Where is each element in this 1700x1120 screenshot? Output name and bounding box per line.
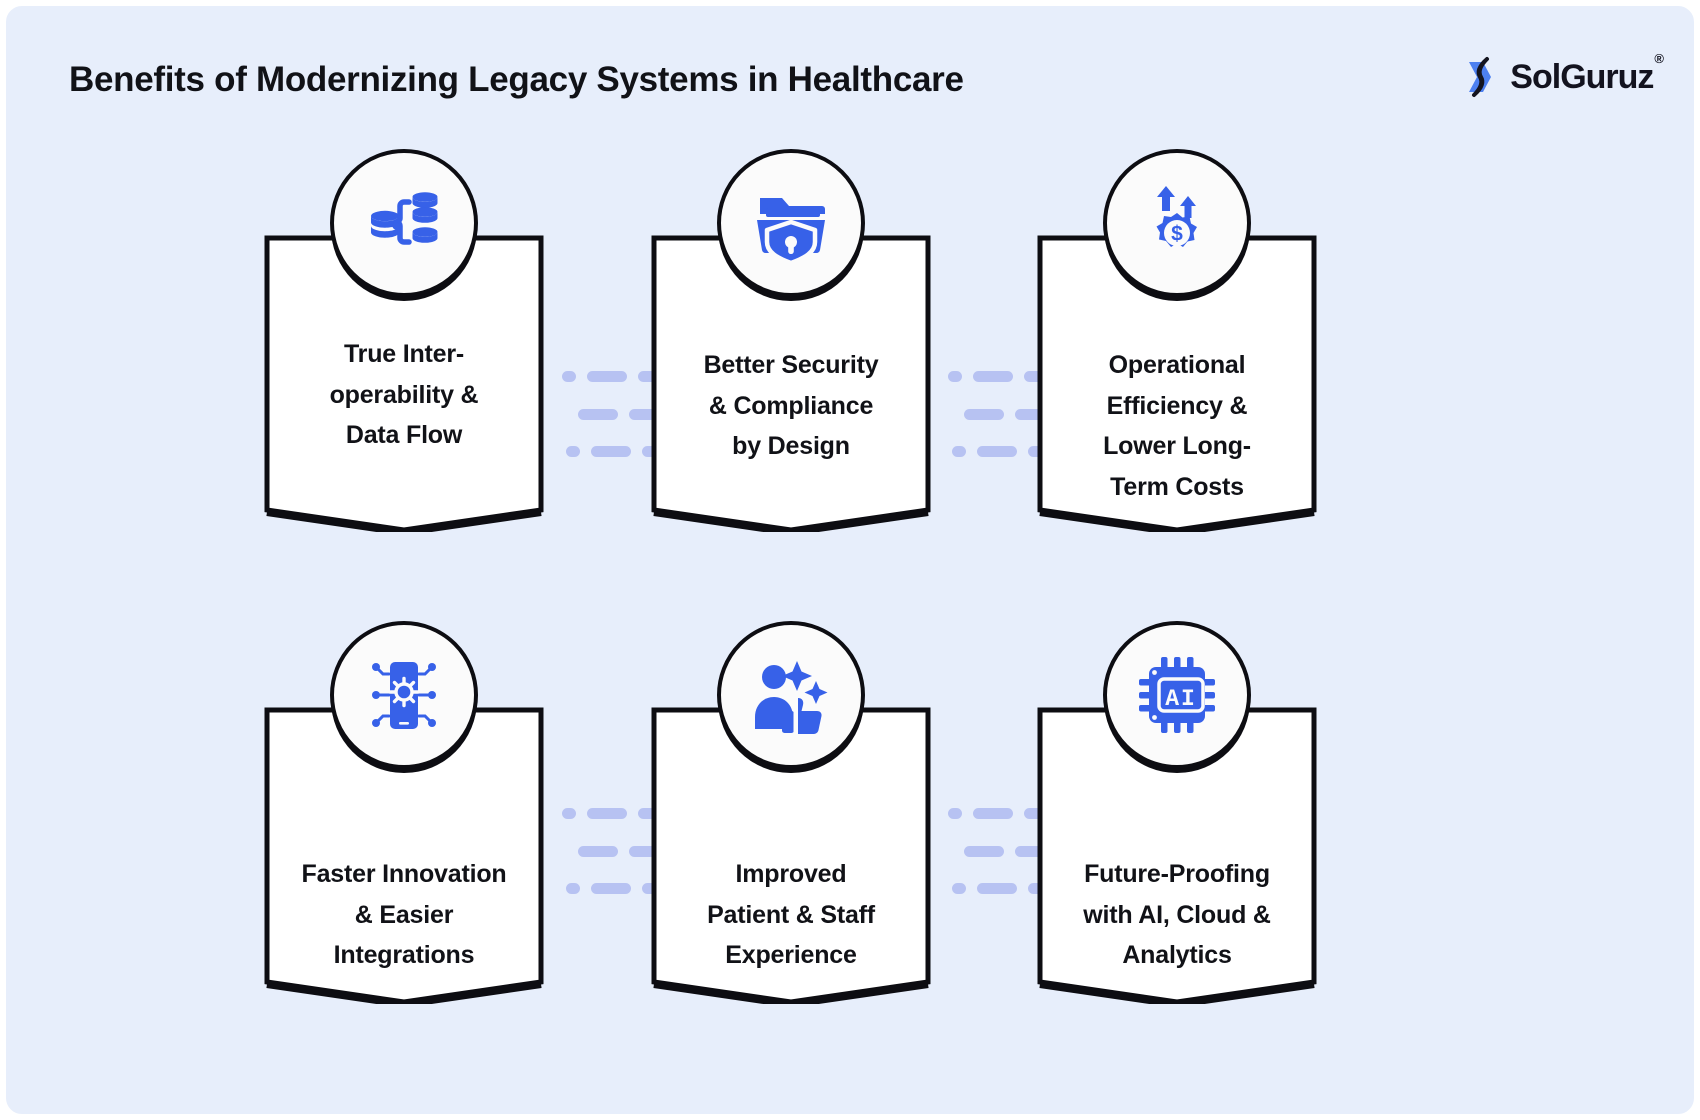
card-label-line: Term Costs (1110, 472, 1244, 501)
dash (948, 808, 962, 819)
benefit-card-operational-efficiency[interactable]: $ Operational Efficiency & Lower Long- T… (1036, 149, 1318, 532)
card-shape (651, 235, 931, 532)
dash (952, 883, 966, 894)
registered-trademark-symbol: ® (1654, 51, 1664, 67)
header: Benefits of Modernizing Legacy Systems i… (6, 6, 1694, 146)
dash (629, 408, 668, 420)
dash (977, 883, 1017, 894)
brand-logo-text: SolGuruz® (1510, 51, 1664, 97)
dash-row (948, 408, 1054, 420)
person-thumbsup-sparkles-icon (717, 621, 865, 769)
card-label: Improved Patient & Staff Experience (664, 854, 918, 976)
dash (948, 371, 962, 382)
card-shape (264, 235, 544, 532)
benefit-card-future-proofing[interactable]: AI Future-Proofing with AI, Cloud & Anal… (1036, 621, 1318, 1004)
card-shape (264, 707, 544, 1004)
card-shape (1037, 707, 1317, 1004)
dash (964, 845, 1004, 857)
card-shape (651, 707, 931, 1004)
database-data-flow-icon (330, 149, 478, 297)
benefit-card-security-compliance[interactable]: Better Security & Compliance by Design (650, 149, 932, 532)
mobile-gear-circuit-icon (330, 621, 478, 769)
page-title: Benefits of Modernizing Legacy Systems i… (69, 60, 964, 99)
card-label-line: Improved (735, 860, 847, 888)
dash (591, 883, 631, 894)
folder-shield-lock-icon (717, 149, 865, 297)
card-label-line: Future-Proofing (1084, 860, 1270, 888)
card-label-line: Data Flow (345, 421, 463, 449)
dash (578, 845, 618, 857)
dash (977, 446, 1017, 457)
card-label-line: Patient & Staff (707, 900, 875, 929)
dash (566, 883, 580, 894)
dash-row (948, 845, 1054, 857)
card-label-line: Better Security (703, 351, 879, 379)
card-label: Future-Proofing with AI, Cloud & Analyti… (1050, 854, 1304, 976)
card-label: Better Security & Compliance by Design (664, 345, 918, 467)
benefit-card-interoperability[interactable]: True Inter- operability & Data Flow (263, 149, 545, 532)
brand-logo-name: SolGuruz (1510, 57, 1654, 96)
card-label-line: & Easier (354, 900, 454, 929)
solguruz-hexagon-logo-icon (1457, 54, 1503, 100)
card-label-line: Analytics (1122, 941, 1232, 969)
dash (578, 408, 618, 420)
dash (562, 371, 576, 382)
card-label-line: by Design (732, 432, 850, 460)
dash (587, 808, 627, 819)
card-label-line: operability & (329, 380, 479, 409)
dash-row (562, 845, 668, 857)
brand-logo: SolGuruz® (1457, 51, 1664, 100)
dash (591, 446, 631, 457)
svg-text:AI: AI (1165, 686, 1197, 712)
benefit-card-faster-innovation[interactable]: Faster Innovation & Easier Integrations (263, 621, 545, 1004)
card-label: Faster Innovation & Easier Integrations (277, 854, 531, 976)
card-label-line: Lower Long- (1103, 432, 1251, 460)
dash (1015, 845, 1054, 857)
card-label-line: True Inter- (343, 340, 465, 368)
card-label-line: Efficiency & (1106, 391, 1248, 420)
card-shape (1037, 235, 1317, 532)
dash (964, 408, 1004, 420)
card-label-line: Faster Innovation (301, 860, 507, 888)
card-label-line: Experience (725, 941, 857, 969)
card-label: Operational Efficiency & Lower Long- Ter… (1050, 345, 1304, 507)
dash-row (562, 408, 668, 420)
benefit-card-patient-staff-experience[interactable]: Improved Patient & Staff Experience (650, 621, 932, 1004)
card-label: True Inter- operability & Data Flow (277, 334, 531, 456)
card-label-line: Integrations (333, 941, 475, 969)
dash (973, 371, 1013, 382)
card-label-line: & Compliance (708, 391, 874, 420)
dash (973, 808, 1013, 819)
dash (629, 845, 668, 857)
dash (566, 446, 580, 457)
dash (1015, 408, 1054, 420)
svg-text:$: $ (1171, 223, 1183, 246)
dash (562, 808, 576, 819)
dash (952, 446, 966, 457)
card-label-line: Operational (1108, 351, 1246, 379)
card-label-line: with AI, Cloud & (1083, 900, 1271, 929)
gear-dollar-arrows-icon: $ (1103, 149, 1251, 297)
ai-chip-icon: AI (1103, 621, 1251, 769)
dash (587, 371, 627, 382)
